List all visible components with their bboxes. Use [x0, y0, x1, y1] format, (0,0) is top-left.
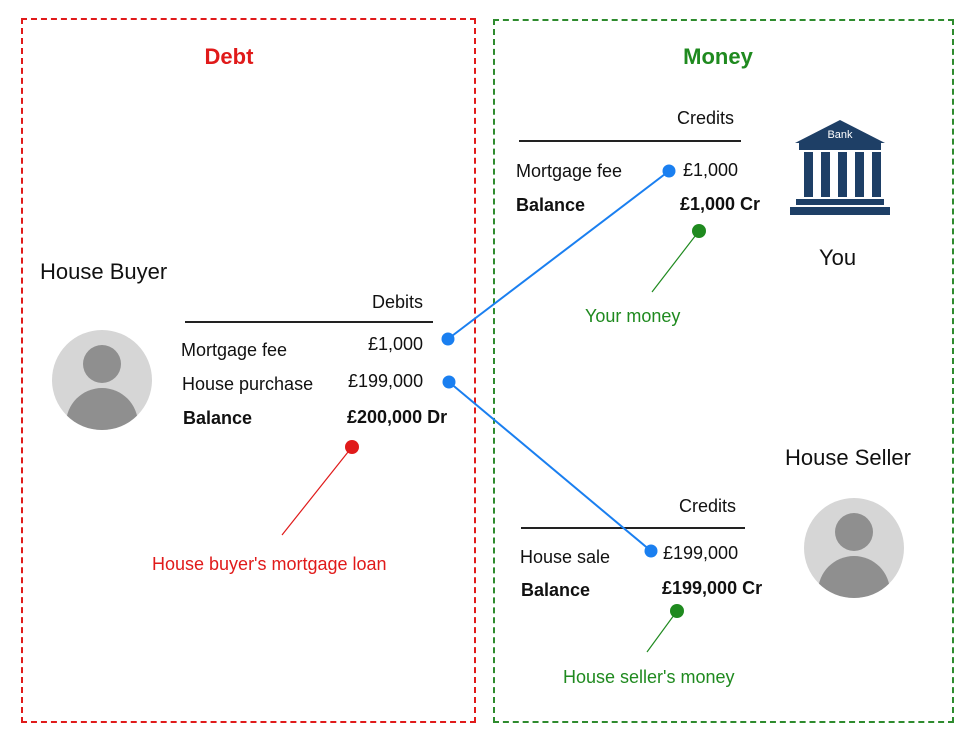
mortgage-loan-callout: House buyer's mortgage loan: [152, 554, 387, 574]
debit-balance-value: £200,000 Dr: [347, 407, 448, 427]
bank-balance-label: Balance: [516, 195, 586, 215]
bank-row-value: £1,000: [683, 160, 739, 180]
seller-credits-header: Credits: [679, 496, 737, 516]
house-buyer-label: House Buyer: [40, 259, 168, 284]
seller-money-callout: House seller's money: [563, 667, 735, 687]
loan-leader-line: [281, 446, 353, 536]
debit-row-label: House purchase: [182, 374, 314, 394]
seller-balance-label: Balance: [521, 580, 591, 600]
bank-fee-dot: [662, 164, 676, 178]
seller-credit-rule: [521, 527, 745, 529]
debit-row-value: £1,000: [368, 334, 424, 354]
debt-title: Debt: [204, 44, 254, 69]
seller-row-value: £199,000: [663, 543, 739, 563]
house-buyer-avatar: [52, 330, 152, 430]
debits-header: Debits: [372, 292, 424, 312]
user-icon: [835, 513, 873, 551]
house-seller-avatar: [804, 498, 904, 598]
debt-panel: [21, 18, 476, 723]
your-money-leader-line: [651, 230, 700, 293]
seller-row-label: House sale: [520, 547, 611, 567]
bank-balance-value: £1,000 Cr: [680, 194, 761, 214]
seller-money-leader-line: [646, 610, 678, 653]
money-panel: [493, 19, 954, 723]
seller-balance-value: £199,000 Cr: [662, 578, 763, 598]
debit-row-value: £199,000: [348, 371, 424, 391]
seller-sale-dot: [644, 544, 658, 558]
debit-purchase-dot: [442, 375, 456, 389]
your-money-dot: [692, 224, 706, 238]
debit-rule: [185, 321, 433, 323]
bank-icon: Bank: [790, 120, 890, 215]
your-money-callout: Your money: [585, 306, 681, 326]
mortgage-fee-link: [447, 170, 670, 340]
bank-credits-header: Credits: [677, 108, 735, 128]
you-label: You: [819, 245, 857, 270]
debit-row-label: Mortgage fee: [181, 340, 288, 360]
bank-icon-text: Bank: [827, 129, 853, 141]
money-title: Money: [683, 44, 753, 69]
house-purchase-link: [448, 381, 652, 552]
loan-dot: [345, 440, 359, 454]
user-icon: [83, 345, 121, 383]
debit-fee-dot: [441, 332, 455, 346]
seller-money-dot: [670, 604, 684, 618]
bank-credit-rule: [519, 140, 741, 142]
bank-row-label: Mortgage fee: [516, 161, 623, 181]
debit-balance-label: Balance: [183, 408, 253, 428]
house-seller-label: House Seller: [785, 445, 911, 470]
